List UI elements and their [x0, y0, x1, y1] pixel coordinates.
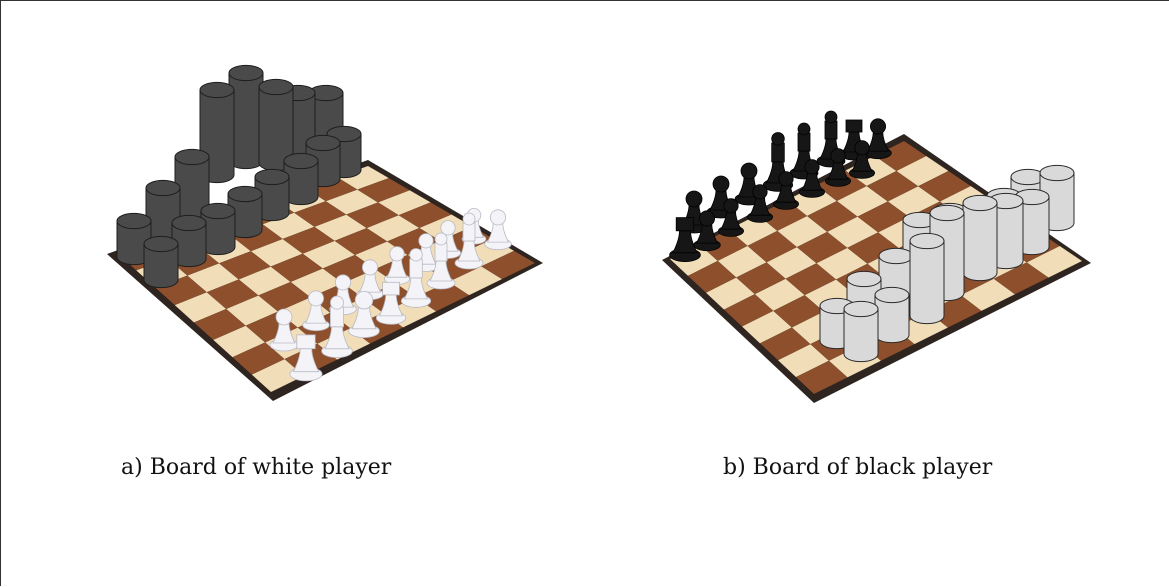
board-white-player	[1, 1, 586, 587]
panel-white-player: a) Board of white player	[1, 1, 586, 587]
caption-black-player: b) Board of black player	[723, 455, 992, 480]
cylinder-piece	[844, 301, 878, 361]
pawn-piece	[485, 210, 512, 250]
cylinder-piece	[963, 195, 997, 280]
cylinder-piece	[875, 287, 909, 342]
cylinder-piece	[144, 236, 178, 287]
caption-white-player: a) Board of white player	[121, 455, 391, 480]
board-black-player	[586, 1, 1169, 587]
panel-black-player: b) Board of black player	[586, 1, 1169, 587]
pawn-piece	[865, 119, 892, 159]
cylinder-piece	[910, 233, 944, 323]
